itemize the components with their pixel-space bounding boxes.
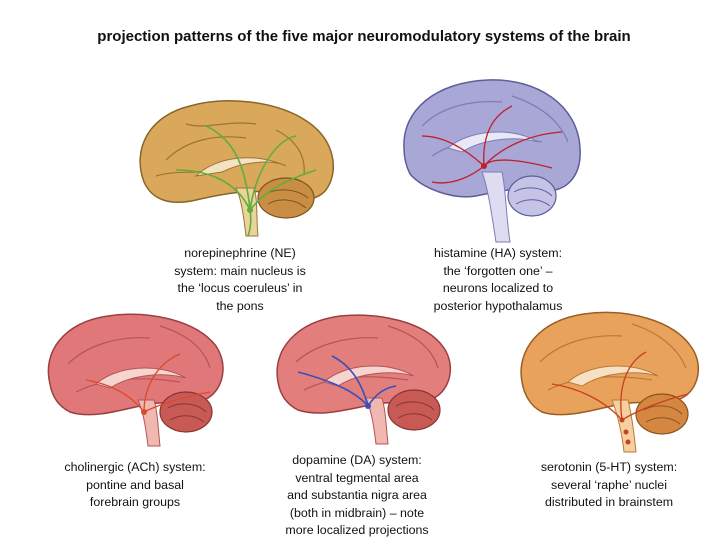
caption-line: posterior hypothalamus bbox=[408, 298, 588, 316]
caption-ha: histamine (HA) system: the ‘forgotten on… bbox=[408, 245, 588, 315]
brain-illustration-5ht bbox=[512, 308, 708, 454]
cerebellum bbox=[508, 176, 556, 216]
caption-ach: cholinergic (ACh) system: pontine and ba… bbox=[40, 459, 230, 512]
caption-line: pontine and basal bbox=[40, 477, 230, 495]
caption-line: norepinephrine (NE) bbox=[150, 245, 330, 263]
caption-5ht: serotonin (5-HT) system: several ‘raphe’… bbox=[514, 459, 704, 512]
caption-line: cholinergic (ACh) system: bbox=[40, 459, 230, 477]
cerebellum bbox=[388, 390, 440, 430]
caption-line: the pons bbox=[150, 298, 330, 316]
caption-line: dopamine (DA) system: bbox=[262, 452, 452, 470]
brainstem bbox=[236, 188, 258, 236]
caption-da: dopamine (DA) system: ventral tegmental … bbox=[262, 452, 452, 540]
caption-line: ventral tegmental area bbox=[262, 470, 452, 488]
brain-illustration-ne bbox=[126, 90, 346, 240]
caption-line: histamine (HA) system: bbox=[408, 245, 588, 263]
caption-line: neurons localized to bbox=[408, 280, 588, 298]
caption-line: system: main nucleus is bbox=[150, 263, 330, 281]
caption-line: and substantia nigra area bbox=[262, 487, 452, 505]
brain-illustration-ach bbox=[40, 308, 230, 448]
caption-line: the ‘locus coeruleus’ in bbox=[150, 280, 330, 298]
caption-line: (both in midbrain) – note bbox=[262, 505, 452, 523]
brainstem bbox=[612, 400, 636, 452]
caption-line: the ‘forgotten one’ – bbox=[408, 263, 588, 281]
cerebellum bbox=[160, 392, 212, 432]
caption-line: several ‘raphe’ nuclei bbox=[514, 477, 704, 495]
caption-ne: norepinephrine (NE) system: main nucleus… bbox=[150, 245, 330, 315]
cerebellum bbox=[258, 178, 314, 218]
caption-line: more localized projections bbox=[262, 522, 452, 540]
brain-illustration-ha bbox=[392, 76, 592, 244]
caption-line: forebrain groups bbox=[40, 494, 230, 512]
cerebellum bbox=[636, 394, 688, 434]
page-title: projection patterns of the five major ne… bbox=[0, 28, 728, 45]
brain-illustration-da bbox=[268, 310, 458, 446]
caption-line: distributed in brainstem bbox=[514, 494, 704, 512]
caption-line: serotonin (5-HT) system: bbox=[514, 459, 704, 477]
